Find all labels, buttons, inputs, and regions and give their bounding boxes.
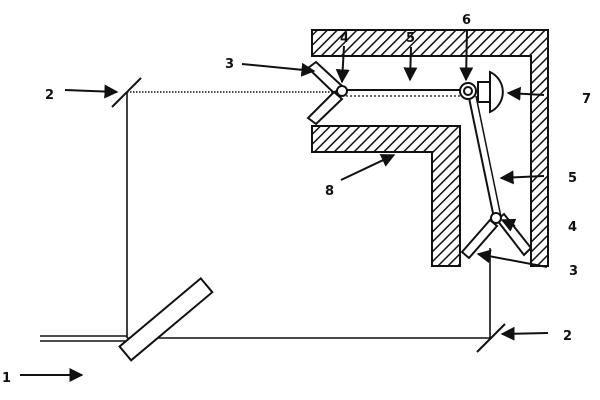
arm-right (467, 92, 495, 219)
label-3-bottom: 3 (569, 264, 578, 279)
label-8: 8 (325, 184, 334, 199)
label-5-top: 5 (406, 31, 415, 46)
label-2-left: 2 (45, 88, 54, 103)
label-7: 7 (582, 92, 591, 107)
pointer-arrows (20, 29, 549, 382)
mirror-2-right (476, 323, 506, 353)
label-4-top: 4 (340, 31, 349, 46)
beam-splitter-1 (118, 276, 214, 362)
mirror-2-left (111, 77, 142, 108)
inner-block (311, 125, 461, 267)
label-2-right: 2 (563, 329, 572, 344)
motor-7-dome (489, 70, 504, 114)
pivot-4-top (336, 85, 348, 97)
motor-7-body (477, 81, 491, 103)
outer-housing (311, 29, 549, 267)
label-6: 6 (462, 13, 471, 28)
pivot-4-right (490, 212, 502, 224)
arm-right-inner (475, 95, 502, 218)
label-3-top: 3 (225, 57, 234, 72)
label-5-right: 5 (568, 171, 577, 186)
label-4-right: 4 (568, 220, 577, 235)
joint-6-inner (463, 86, 473, 96)
label-1: 1 (2, 371, 11, 386)
